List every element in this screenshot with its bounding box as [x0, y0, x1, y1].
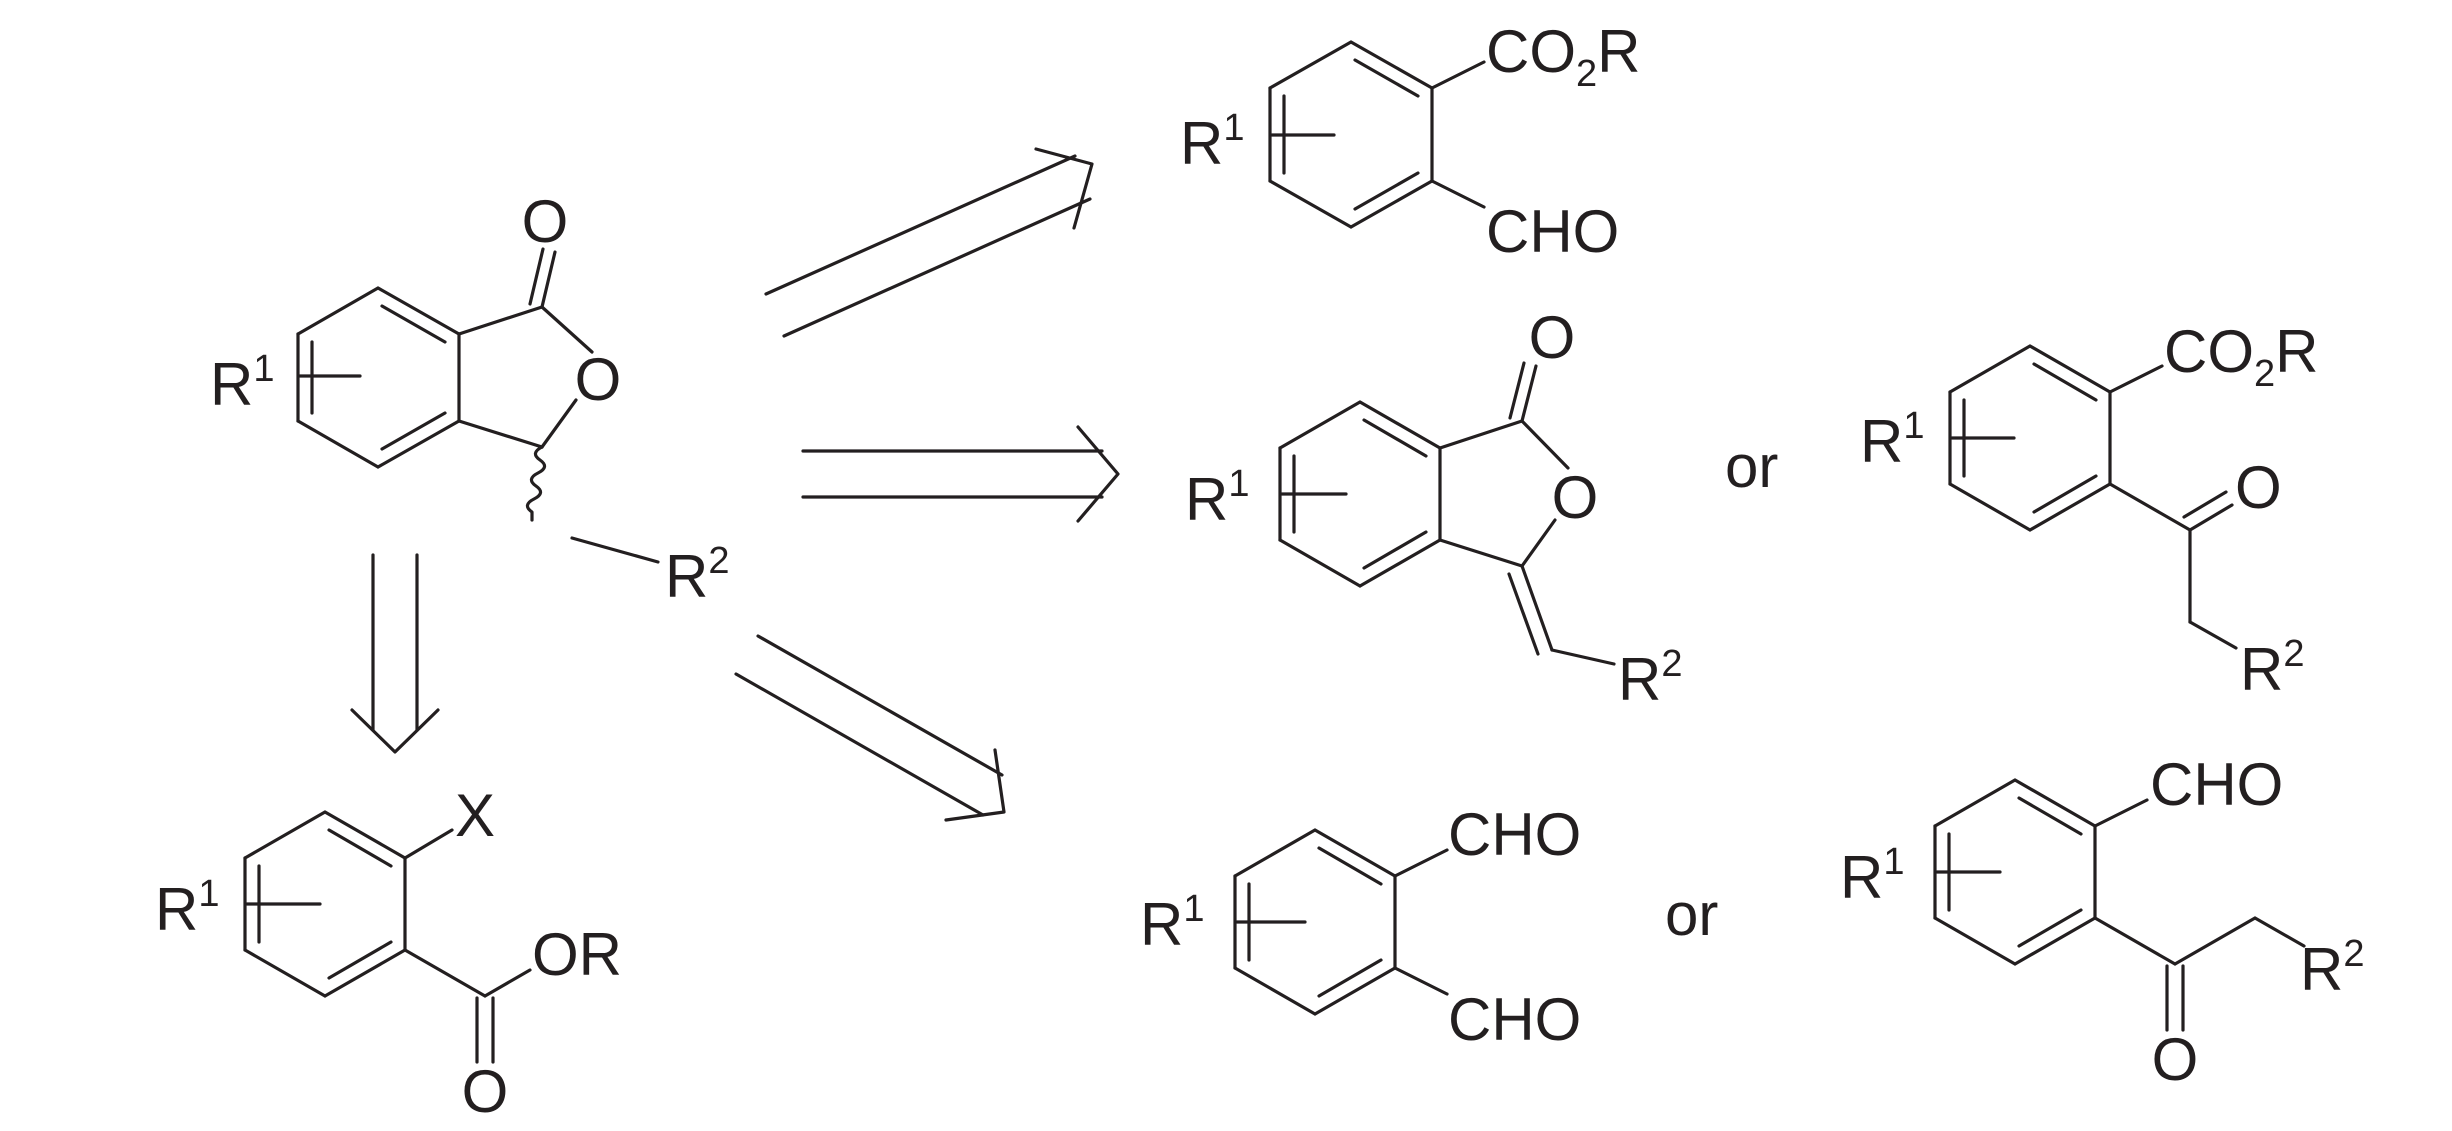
p6-r1-label: R1: [1840, 841, 1904, 911]
precursor-phthalaldehyde: R1 CHO CHO: [1140, 801, 1581, 1053]
retro-arrow-down: [350, 553, 440, 754]
p4-halogen-label: X: [455, 782, 495, 849]
p1-r1-label: R1: [1180, 107, 1244, 177]
p5-aldehyde-top-label: CHO: [1448, 801, 1581, 868]
p6-aldehyde-label: CHO: [2150, 751, 2283, 818]
p1-ester-label: CO2R: [1486, 18, 1640, 95]
p3-r1-label: R1: [1860, 405, 1924, 475]
p2-ring-oxygen: O: [1552, 464, 1599, 531]
p6-ketone-oxygen: O: [2152, 1026, 2199, 1093]
p3-ketone-oxygen: O: [2235, 454, 2282, 521]
precursor-2-acylbenzaldehyde: R1 CHO O R2: [1840, 751, 2364, 1093]
or-connector-2: or: [1665, 881, 1718, 948]
p5-r1-label: R1: [1140, 888, 1204, 958]
p2-r2-label: R2: [1618, 643, 1682, 713]
retro-arrow-down-right: [734, 634, 1006, 822]
p2-carbonyl-oxygen: O: [1529, 304, 1576, 371]
p1-aldehyde-label: CHO: [1486, 198, 1619, 265]
target-ring-oxygen: O: [575, 346, 622, 413]
or-connector-1: or: [1725, 433, 1778, 500]
p6-r2-label: R2: [2300, 933, 2364, 1003]
retro-arrow-right: [801, 425, 1120, 523]
precursor-2-formylbenzoate: R1 CO2R CHO: [1180, 18, 1640, 265]
p5-aldehyde-bottom-label: CHO: [1448, 986, 1581, 1053]
precursor-alkylidene-phthalide: O O R1 R2: [1185, 304, 1682, 713]
target-r1-label: R1: [210, 348, 274, 418]
p4-r1-label: R1: [155, 873, 219, 943]
p4-alkoxy-label: OR: [532, 921, 622, 988]
p2-r1-label: R1: [1185, 463, 1249, 533]
precursor-2-halobenzoate: R1 X OR O: [155, 782, 622, 1125]
p3-r2-label: R2: [2240, 633, 2304, 703]
target-carbonyl-oxygen: O: [522, 188, 569, 255]
precursor-2-acylbenzoate: R1 CO2R O R2: [1860, 318, 2318, 703]
retro-arrow-up: [764, 147, 1094, 338]
p3-ester-label: CO2R: [2164, 318, 2318, 395]
target-r2-label: R2: [665, 540, 729, 610]
target-phthalide: O O R1 R2: [210, 188, 729, 610]
p4-carbonyl-oxygen: O: [462, 1058, 509, 1125]
